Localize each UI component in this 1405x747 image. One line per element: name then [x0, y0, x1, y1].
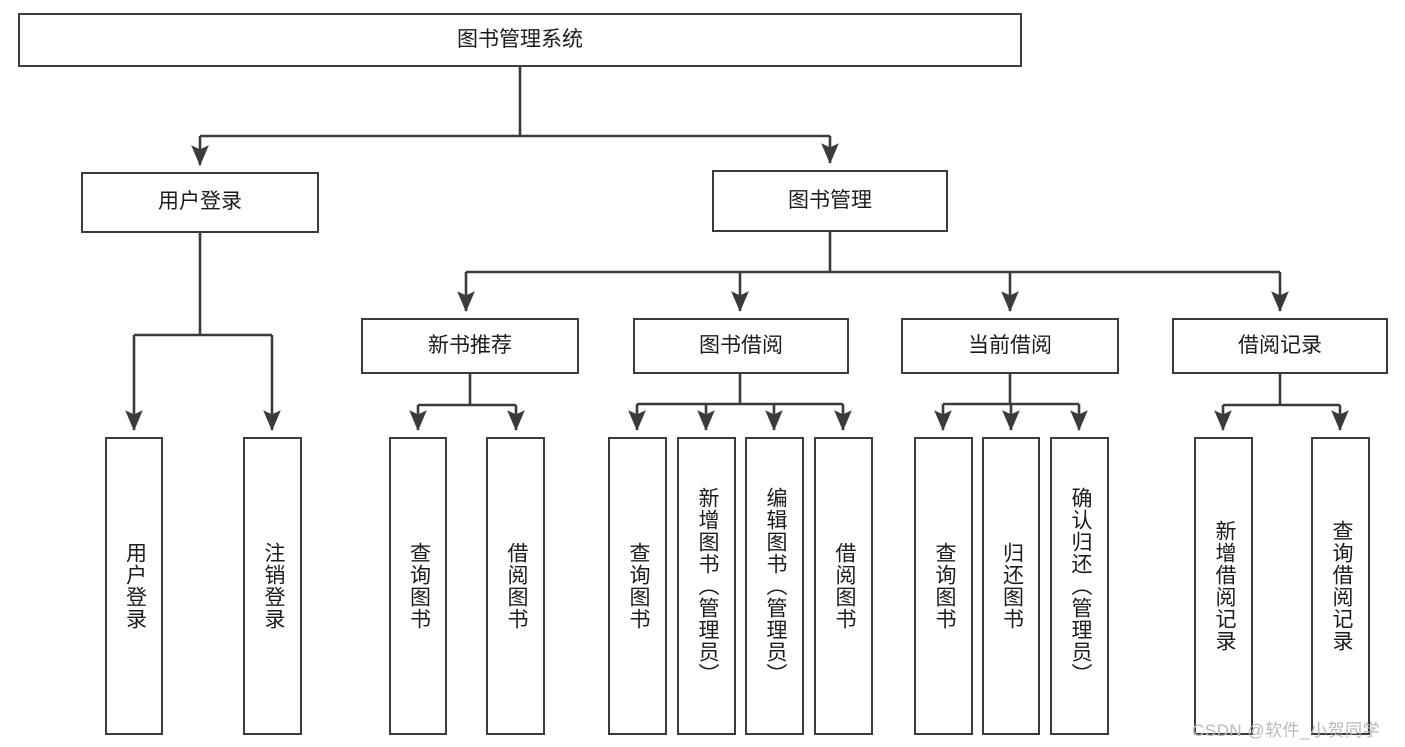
- leaf-add-book-admin-label: 新增图书（管理员）: [695, 487, 719, 685]
- leaf-user-login-label: 用户登录: [123, 542, 147, 630]
- node-new-book-recommend[interactable]: 新书推荐: [361, 318, 579, 374]
- leaf-query-book-recommend[interactable]: 查询图书: [389, 437, 447, 735]
- node-user-login[interactable]: 用户登录: [81, 172, 319, 233]
- leaf-query-book-current-label: 查询图书: [932, 542, 956, 630]
- leaf-add-borrow-record-label: 新增借阅记录: [1212, 520, 1236, 652]
- leaf-borrow-book-recommend[interactable]: 借阅图书: [486, 437, 545, 735]
- csdn-watermark: CSDN @软件_小贺同学: [1192, 721, 1381, 740]
- leaf-add-borrow-record[interactable]: 新增借阅记录: [1194, 437, 1253, 735]
- leaf-return-book-label: 归还图书: [1000, 542, 1024, 630]
- node-book-borrow-label: 图书借阅: [699, 333, 783, 357]
- leaf-query-borrow-record-label: 查询借阅记录: [1329, 520, 1353, 652]
- leaf-borrow-book[interactable]: 借阅图书: [814, 437, 873, 735]
- leaf-add-book-admin[interactable]: 新增图书（管理员）: [677, 437, 736, 735]
- leaf-query-book-borrow[interactable]: 查询图书: [608, 437, 667, 735]
- node-user-login-label: 用户登录: [158, 190, 242, 214]
- leaf-return-book[interactable]: 归还图书: [982, 437, 1040, 735]
- node-root[interactable]: 图书管理系统: [18, 13, 1022, 67]
- leaf-edit-book-admin-label: 编辑图书（管理员）: [763, 487, 787, 685]
- node-book-management-label: 图书管理: [788, 188, 872, 212]
- node-borrow-record[interactable]: 借阅记录: [1172, 318, 1388, 374]
- leaf-query-book-recommend-label: 查询图书: [407, 542, 431, 630]
- node-current-borrow[interactable]: 当前借阅: [901, 318, 1119, 374]
- leaf-borrow-book-recommend-label: 借阅图书: [504, 542, 528, 630]
- node-book-borrow[interactable]: 图书借阅: [633, 318, 849, 374]
- node-root-label: 图书管理系统: [457, 27, 583, 51]
- leaf-user-logout-label: 注销登录: [261, 542, 285, 630]
- node-borrow-record-label: 借阅记录: [1238, 333, 1322, 357]
- leaf-borrow-book-label: 借阅图书: [832, 542, 856, 630]
- leaf-query-book-borrow-label: 查询图书: [626, 542, 650, 630]
- leaf-query-book-current[interactable]: 查询图书: [914, 437, 973, 735]
- leaf-confirm-return-admin[interactable]: 确认归还（管理员）: [1050, 437, 1109, 735]
- leaf-confirm-return-admin-label: 确认归还（管理员）: [1068, 487, 1092, 685]
- node-new-book-recommend-label: 新书推荐: [428, 333, 512, 357]
- leaf-edit-book-admin[interactable]: 编辑图书（管理员）: [745, 437, 804, 735]
- leaf-user-logout[interactable]: 注销登录: [243, 437, 302, 735]
- leaf-query-borrow-record[interactable]: 查询借阅记录: [1311, 437, 1370, 735]
- leaf-user-login[interactable]: 用户登录: [105, 437, 163, 735]
- node-current-borrow-label: 当前借阅: [968, 333, 1052, 357]
- node-book-management[interactable]: 图书管理: [712, 170, 948, 232]
